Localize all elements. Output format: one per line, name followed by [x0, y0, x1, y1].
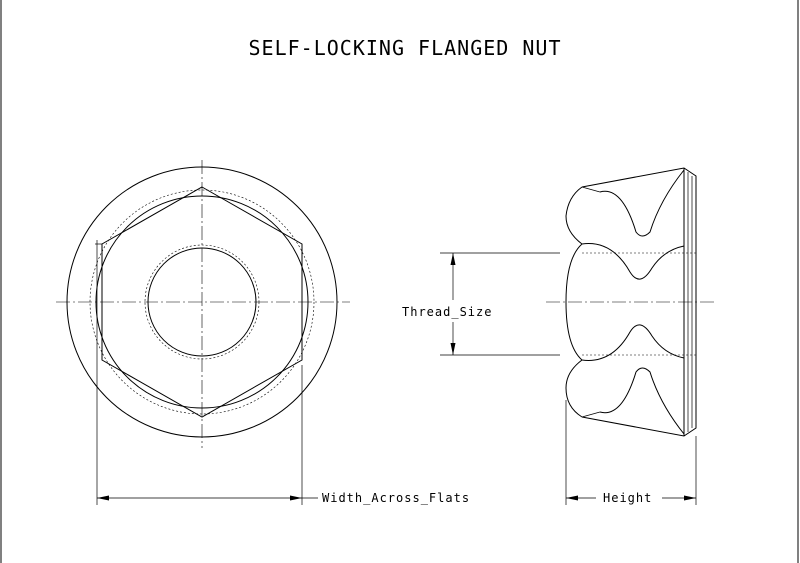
hex-face-curve-top — [599, 169, 685, 237]
thread-arrow-bottom — [450, 343, 456, 355]
hex-corner-line-bottom — [581, 411, 601, 418]
bearing-face-circle — [95, 195, 309, 409]
hex-body-outline — [565, 167, 697, 437]
height-arrow-right — [684, 495, 696, 501]
hex-corner-line-top — [581, 186, 601, 193]
flange-outer-circle — [66, 166, 338, 438]
drawing-title: SELF-LOCKING FLANGED NUT — [249, 36, 562, 60]
height-label: Height — [603, 491, 652, 505]
side-view: Thread_Size Height — [402, 167, 716, 505]
waf-arrow-right — [290, 495, 302, 501]
hex-face-curve-bottom — [599, 367, 685, 435]
bore-circle — [147, 247, 257, 357]
width-across-flats-label: Width_Across_Flats — [322, 491, 470, 505]
waf-arrow-left — [97, 495, 109, 501]
chamfer-circle — [89, 189, 315, 415]
front-view: Width_Across_Flats — [56, 160, 470, 505]
thread-size-label: Thread_Size — [402, 305, 492, 319]
height-arrow-left — [566, 495, 578, 501]
hex-face-curve-lower — [581, 324, 685, 361]
thread-major-circle — [144, 244, 260, 360]
thread-arrow-top — [450, 253, 456, 265]
hex-face-curve-upper — [581, 243, 685, 280]
